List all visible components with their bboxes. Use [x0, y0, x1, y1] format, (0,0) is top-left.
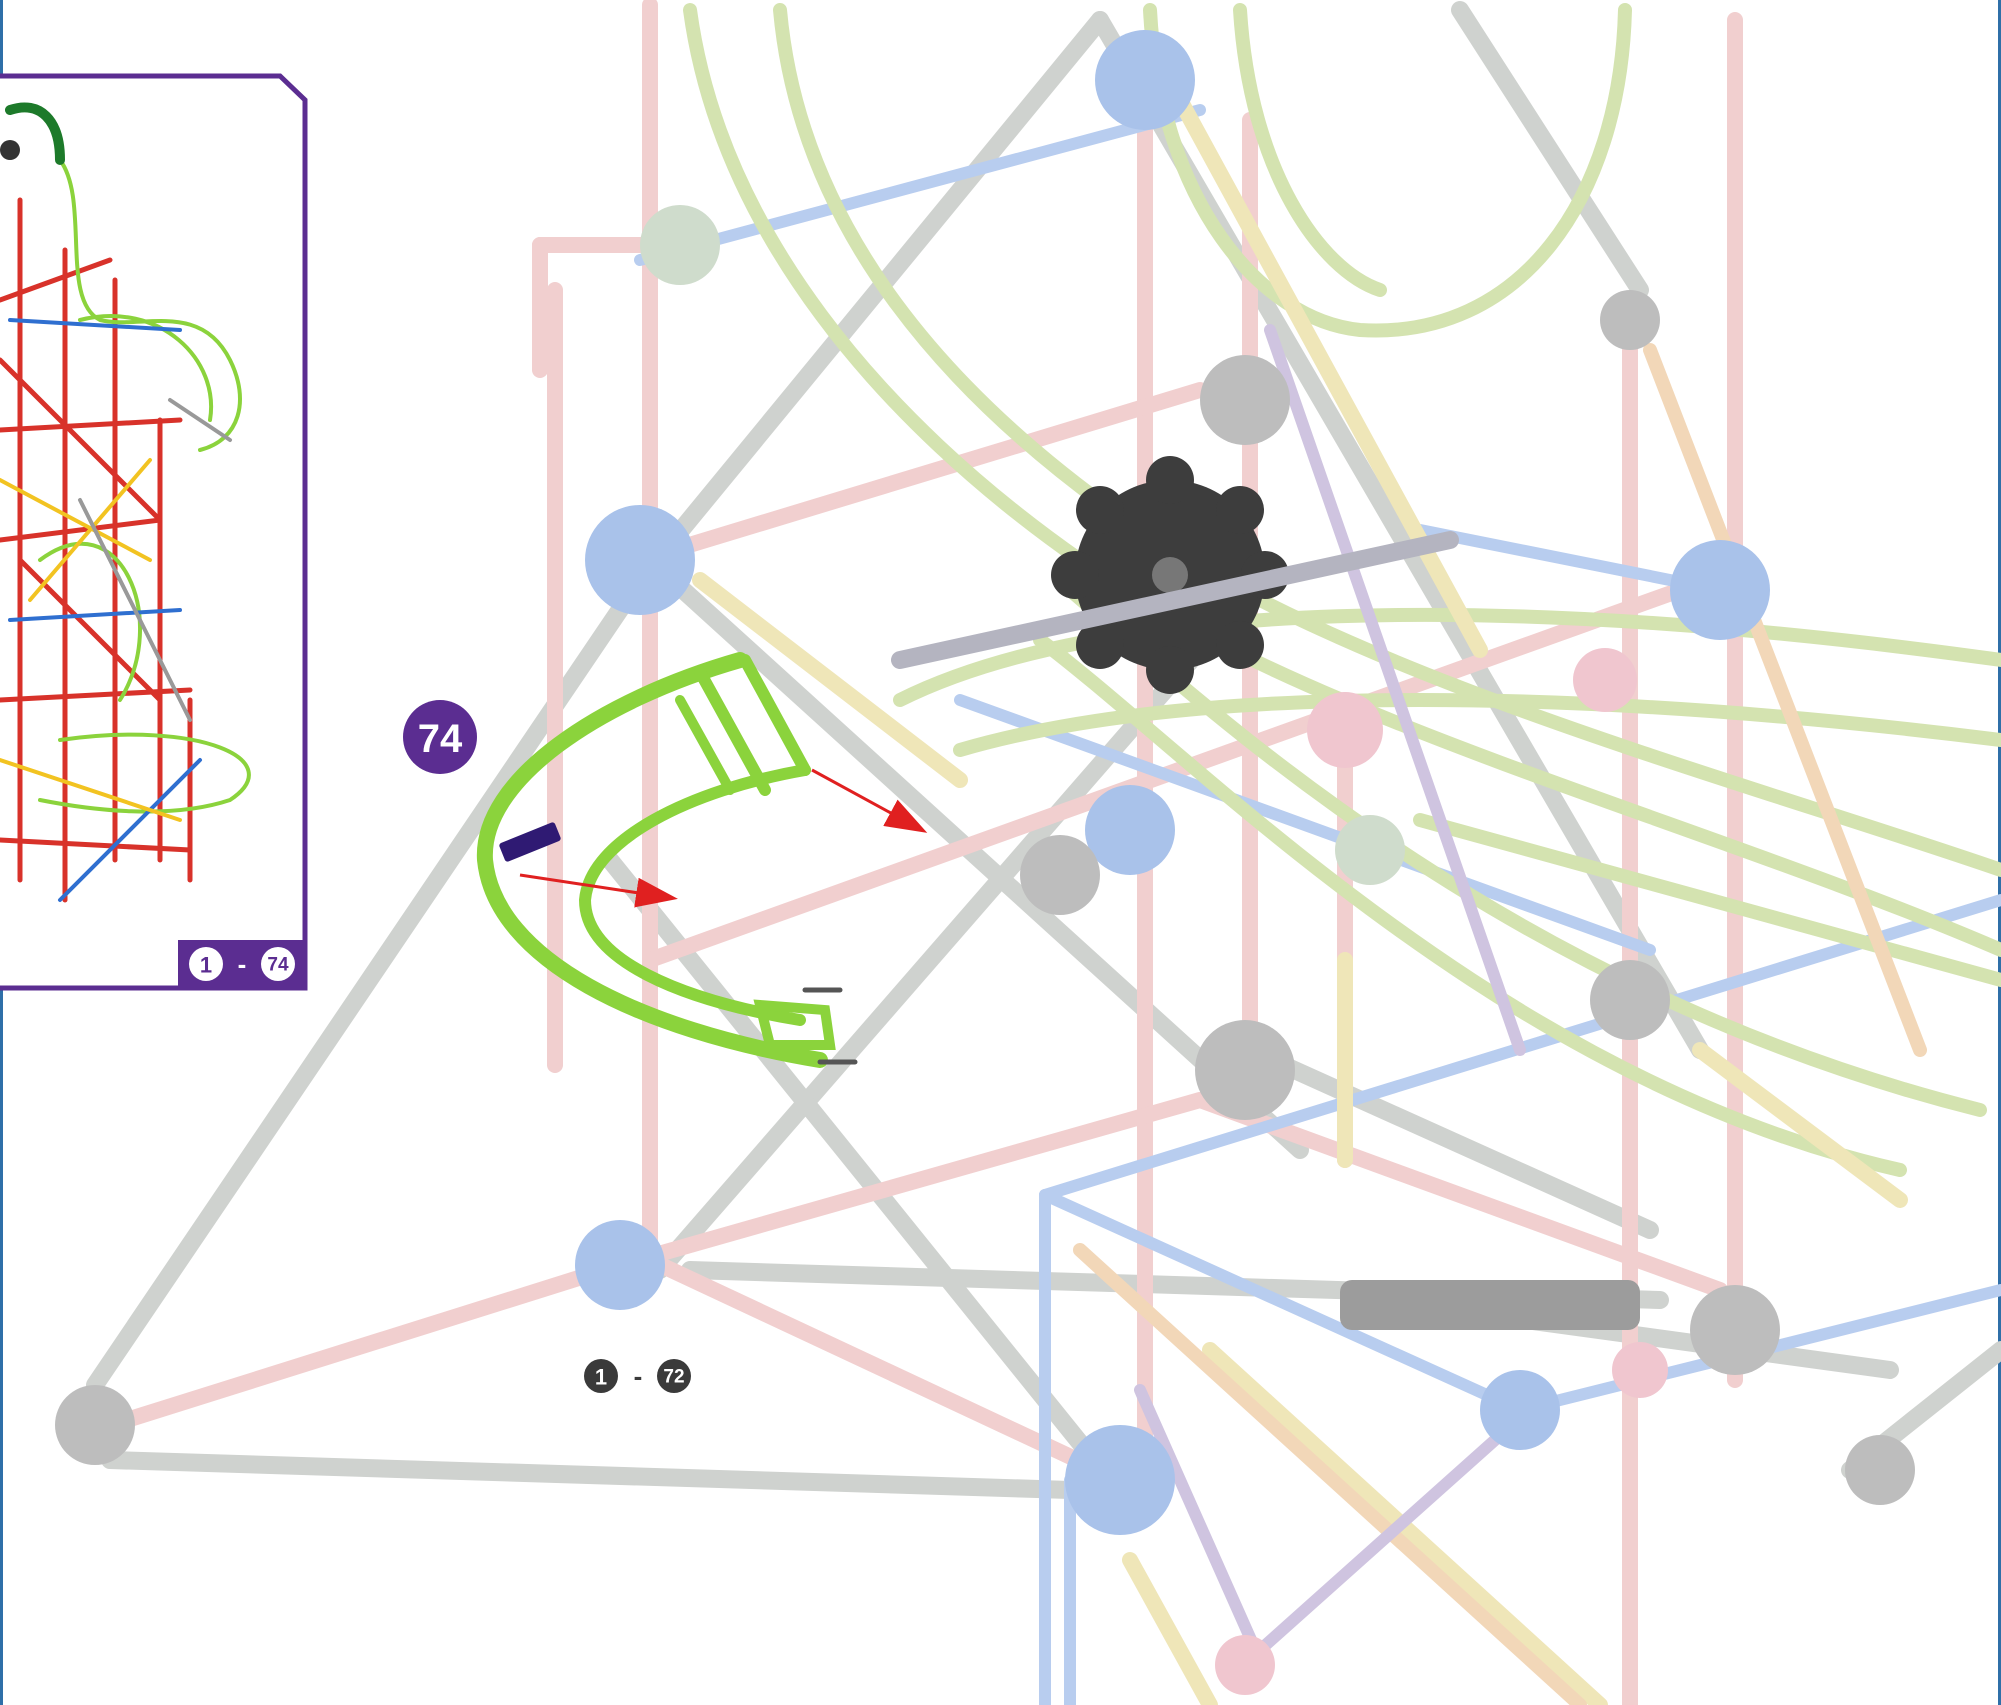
overview-range-end: 74	[267, 955, 289, 976]
subassembly-range-end: 72	[663, 1367, 684, 1388]
overview-panel: 1 - 74	[0, 73, 308, 991]
model-thumbnail	[0, 102, 251, 903]
overview-range-start: 1	[200, 953, 212, 978]
connectors	[55, 30, 1915, 1695]
black-gear	[891, 456, 1459, 694]
subassembly-reference: 1 - 72	[584, 1359, 691, 1393]
step-number-badge: 74	[403, 700, 477, 774]
right-edge-strip	[1998, 0, 2001, 1705]
tan-rods	[692, 92, 1908, 1705]
lavender-rods	[1134, 324, 1526, 1666]
step-number: 74	[418, 717, 463, 761]
purple-clip-icon	[499, 822, 561, 862]
grey-tube	[1340, 1280, 1640, 1330]
overview-range-separator: -	[238, 949, 247, 979]
subassembly-range-start: 1	[595, 1365, 607, 1390]
curved-track-piece-icon	[476, 652, 858, 1068]
red-arrow-icon	[519, 768, 928, 908]
model-structure	[86, 0, 2001, 1705]
peach-rods	[1073, 343, 1927, 1705]
subassembly-range-separator: -	[634, 1361, 643, 1391]
